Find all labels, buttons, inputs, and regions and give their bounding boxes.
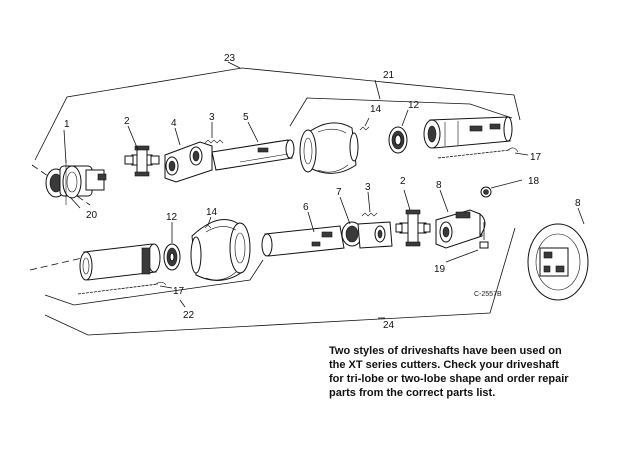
outer-tube-upper bbox=[423, 116, 513, 149]
callout-5: 5 bbox=[243, 112, 249, 123]
outer-shield-part-21 bbox=[299, 122, 359, 174]
callout-2-upper: 2 bbox=[124, 116, 130, 127]
driveshaft-style-note: Two styles of driveshafts have been used… bbox=[329, 344, 629, 400]
bearing-ring-part-12-lower bbox=[163, 222, 181, 271]
cross-bearing-part-2-lower bbox=[395, 189, 431, 247]
screw-part-14-lower bbox=[204, 216, 212, 229]
shield-cone-part-22 bbox=[190, 219, 251, 281]
lower-assembly-bracket bbox=[29, 227, 516, 336]
inner-tube-lower bbox=[79, 243, 161, 281]
tractor-yoke-part-20 bbox=[45, 129, 107, 209]
implement-yoke-part-8 bbox=[435, 189, 486, 249]
callout-6: 6 bbox=[303, 202, 309, 213]
note-line-1: Two styles of driveshafts have been used… bbox=[329, 345, 562, 357]
callout-17-upper: 17 bbox=[530, 152, 542, 163]
callout-22: 22 bbox=[183, 310, 195, 321]
inner-shaft-part-6 bbox=[261, 211, 345, 257]
note-line-4: parts from the correct parts list. bbox=[329, 387, 496, 399]
spring-pin-part-3-upper bbox=[204, 122, 224, 144]
callout-21: 21 bbox=[383, 70, 395, 81]
nut-part-18 bbox=[480, 179, 523, 198]
callout-17-lower: 17 bbox=[173, 286, 185, 297]
inner-shaft-part-5 bbox=[211, 121, 295, 171]
callout-18: 18 bbox=[528, 176, 540, 187]
spring-pin-part-3-lower bbox=[361, 191, 378, 217]
safety-chain-part-17-upper bbox=[437, 147, 529, 159]
callout-3-lower: 3 bbox=[365, 182, 371, 193]
callout-4: 4 bbox=[171, 118, 177, 129]
upper-assembly-bracket bbox=[31, 61, 521, 206]
callout-24: 24 bbox=[383, 320, 395, 331]
callout-19: 19 bbox=[434, 264, 446, 275]
callout-12-upper: 12 bbox=[408, 100, 420, 111]
bolt-part-19 bbox=[445, 222, 489, 263]
bearing-ring-part-12-upper bbox=[388, 109, 409, 154]
note-line-2: the XT series cutters. Check your drives… bbox=[329, 359, 559, 371]
screw-part-14-upper bbox=[359, 117, 370, 131]
note-line-3: for tri-lobe or two-lobe shape and order… bbox=[329, 373, 569, 385]
callout-labels: 23 21 1 2 4 3 5 14 12 17 20 18 8 2 3 7 6… bbox=[64, 53, 581, 331]
callout-23: 23 bbox=[224, 53, 236, 64]
safety-chain-part-17-lower bbox=[77, 281, 173, 295]
callout-1: 1 bbox=[64, 119, 70, 130]
callout-3-upper: 3 bbox=[209, 112, 215, 123]
callout-8-alternate: 8 bbox=[575, 198, 581, 209]
callout-14-upper: 14 bbox=[370, 104, 382, 115]
callout-8-lower: 8 bbox=[436, 180, 442, 191]
callout-14-lower: 14 bbox=[206, 207, 218, 218]
flange-part-8-alternate bbox=[527, 207, 589, 301]
inner-yoke-part-7 bbox=[339, 196, 393, 249]
figure-code: C-2557B bbox=[474, 291, 502, 298]
cross-bearing-part-2-upper bbox=[124, 125, 160, 177]
callout-2-lower: 2 bbox=[400, 176, 406, 187]
inner-yoke-part-4 bbox=[164, 127, 213, 183]
callout-7: 7 bbox=[336, 187, 342, 198]
callout-20: 20 bbox=[86, 210, 98, 221]
callout-12-lower: 12 bbox=[166, 212, 178, 223]
